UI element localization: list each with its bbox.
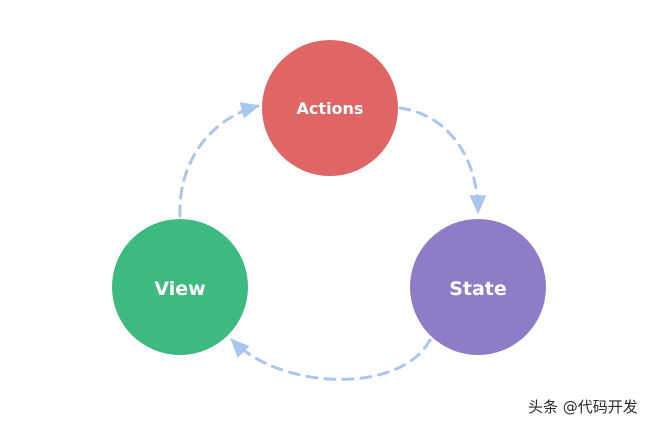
node-actions: Actions xyxy=(262,40,398,176)
edge-view-to-actions xyxy=(178,102,261,218)
node-state-label: State xyxy=(449,278,507,300)
watermark-text: 头条 @代码开发 xyxy=(528,398,638,416)
node-view-circle xyxy=(112,219,248,355)
node-view: View xyxy=(112,219,248,355)
node-actions-label: Actions xyxy=(297,99,364,118)
node-state: State xyxy=(410,219,546,355)
edge-state-to-view xyxy=(230,338,432,381)
edge-actions-to-state xyxy=(398,106,487,215)
node-view-label: View xyxy=(154,278,205,300)
node-state-circle xyxy=(410,219,546,355)
node-actions-circle xyxy=(262,40,398,176)
